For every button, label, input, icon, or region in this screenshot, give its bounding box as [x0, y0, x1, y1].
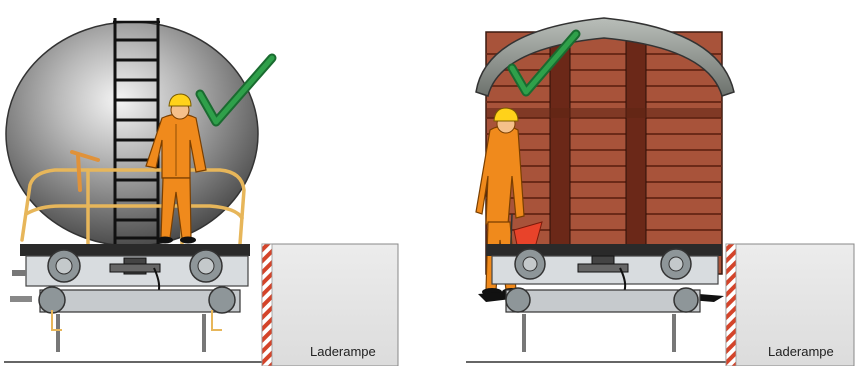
wagon-wheelset — [506, 288, 700, 352]
ramp-hazard-stripe-right — [726, 244, 736, 366]
ramp-label: Laderampe — [310, 344, 376, 359]
tank-wagon-panel: Laderampe — [4, 18, 398, 366]
tank-wheelset — [39, 287, 240, 352]
box-wagon-panel: Laderampe — [466, 18, 854, 366]
loading-ramp-right: Laderampe — [726, 244, 854, 366]
ramp-hazard-stripe — [262, 244, 272, 366]
ramp-label-right: Laderampe — [768, 344, 834, 359]
tank-body — [6, 22, 258, 246]
loading-ramp: Laderampe — [262, 244, 398, 366]
